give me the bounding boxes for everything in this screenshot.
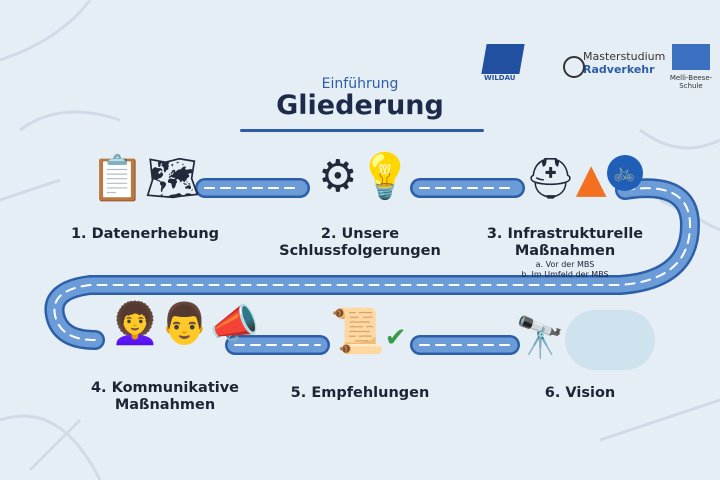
step-5-label[interactable]: 5. Empfehlungen [290, 385, 430, 401]
helmet-cone-bike-sign-icon: ⛑▲🚲 [525, 155, 643, 202]
page-title: Gliederung [276, 90, 444, 121]
step-3-sub-a: a. Vor der MBS [535, 260, 595, 269]
telescope-city-icon: 🔭 [515, 310, 655, 370]
people-megaphone-icon: 👩‍🦱👨📣 [110, 301, 260, 347]
step-1-label[interactable]: 1. Datenerhebung [70, 226, 220, 242]
section-subtitle: Einführung [321, 76, 399, 92]
step-6-label[interactable]: 6. Vision [544, 385, 616, 401]
th-wildau-logo: WILDAU [481, 44, 526, 90]
melli-beese-schule-logo: Melli-Beese-Schule [662, 44, 720, 90]
step-3-sub-b: b. Im Umfeld der MBS [521, 270, 609, 279]
lightbulb-gears-icon: ⚙💡 [318, 151, 413, 202]
title-underline [240, 129, 484, 132]
clipboard-map-magnifier-icon: 📋🗺 [90, 153, 201, 204]
scroll-checkmark-icon: 📜✔ [330, 306, 407, 357]
radverkehr-logo: Masterstudium Radverkehr [563, 50, 665, 78]
